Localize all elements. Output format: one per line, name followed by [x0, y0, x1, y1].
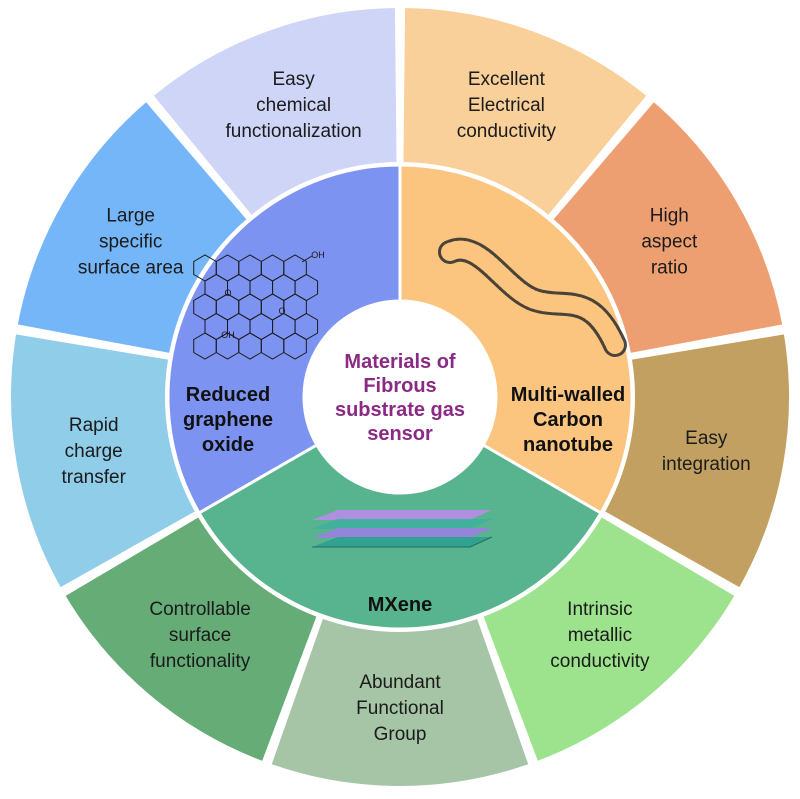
- center-title-line: sensor: [367, 423, 433, 445]
- property-label-line: charge: [65, 441, 123, 462]
- property-label-line: surface: [169, 625, 231, 646]
- property-label-line: Electrical: [468, 95, 545, 116]
- mxene-layer: [312, 528, 492, 538]
- material-icons: OH O O OH: [193, 237, 627, 548]
- property-label-line: ratio: [651, 258, 688, 279]
- property-label-line: aspect: [641, 232, 698, 253]
- property-label-line: chemical: [256, 95, 331, 116]
- functional-group-label: OH: [221, 330, 235, 340]
- center-title-line: Materials of: [344, 351, 455, 373]
- property-label-line: Large: [106, 206, 155, 227]
- material-label-rgo-line: Reduced: [186, 384, 270, 406]
- mxene-layer: [312, 537, 492, 547]
- property-segment: [151, 6, 399, 218]
- property-label-line: surface area: [78, 258, 184, 279]
- center-title-line: substrate gas: [335, 399, 465, 421]
- material-label-mxene-line: MXene: [368, 594, 432, 616]
- property-label: Rapid charge transfer: [62, 415, 127, 488]
- property-label-line: conductivity: [550, 651, 650, 672]
- center-circle: [304, 301, 496, 493]
- property-label-line: Group: [374, 724, 427, 745]
- material-label-mwcnt-line: Multi-walled: [511, 384, 625, 406]
- property-label-line: Easy: [685, 428, 728, 449]
- property-segment: [481, 514, 738, 764]
- property-segment: [401, 6, 649, 218]
- property-label-line: metallic: [568, 625, 632, 646]
- property-label-line: functionalization: [225, 121, 361, 142]
- property-label-line: functionality: [150, 651, 251, 672]
- property-label-line: High: [650, 206, 689, 227]
- hexagon-cell: [283, 332, 307, 360]
- property-segment: [602, 332, 791, 590]
- property-label: Controllable surface functionality: [149, 599, 250, 672]
- material-label-mxene: MXene: [368, 594, 432, 616]
- property-label-line: Functional: [356, 698, 444, 719]
- property-segment: [550, 99, 785, 356]
- functional-group-label: O: [278, 306, 285, 316]
- property-label-line: transfer: [62, 467, 127, 488]
- nanotube-mesh: [441, 240, 624, 354]
- property-segment: [15, 99, 250, 356]
- material-label-rgo: Reduced graphene oxide: [183, 384, 273, 456]
- property-label: Easy chemical functionalization: [225, 69, 361, 142]
- mxene-layer-icon: [312, 510, 493, 548]
- material-label-rgo-line: oxide: [202, 434, 254, 456]
- property-label-line: Easy: [273, 69, 316, 90]
- property-label-line: Intrinsic: [567, 599, 632, 620]
- center-title-line: Fibrous: [363, 375, 436, 397]
- functional-group-label: O: [224, 288, 231, 298]
- carbon-nanotube-icon: [438, 237, 627, 357]
- property-label-line: conductivity: [457, 121, 557, 142]
- property-label-line: integration: [662, 454, 751, 475]
- bond-line: [301, 255, 313, 263]
- graphene-oxide-lattice-icon: OH O O OH: [193, 250, 325, 360]
- property-label: Easy integration: [662, 428, 751, 475]
- material-label-mwcnt-line: Carbon: [533, 409, 603, 431]
- property-label-line: Rapid: [69, 415, 119, 436]
- material-label-mwcnt-line: nanotube: [523, 434, 613, 456]
- property-label-line: Excellent: [468, 69, 546, 90]
- material-label-rgo-line: graphene: [183, 409, 273, 431]
- property-segment: [62, 514, 319, 764]
- property-label-line: specific: [99, 232, 162, 253]
- property-label: Large specific surface area: [78, 206, 184, 279]
- functional-group-label: OH: [311, 250, 325, 260]
- property-segment: [269, 616, 531, 788]
- mxene-layer: [312, 510, 492, 520]
- mxene-edge: [312, 536, 493, 548]
- property-label-line: Controllable: [149, 599, 250, 620]
- property-label-line: Abundant: [359, 672, 441, 693]
- property-segment: [9, 332, 198, 590]
- property-label: Intrinsic metallic conductivity: [550, 599, 650, 672]
- mxene-layer: [312, 519, 492, 529]
- property-label: High aspect ratio: [641, 206, 698, 279]
